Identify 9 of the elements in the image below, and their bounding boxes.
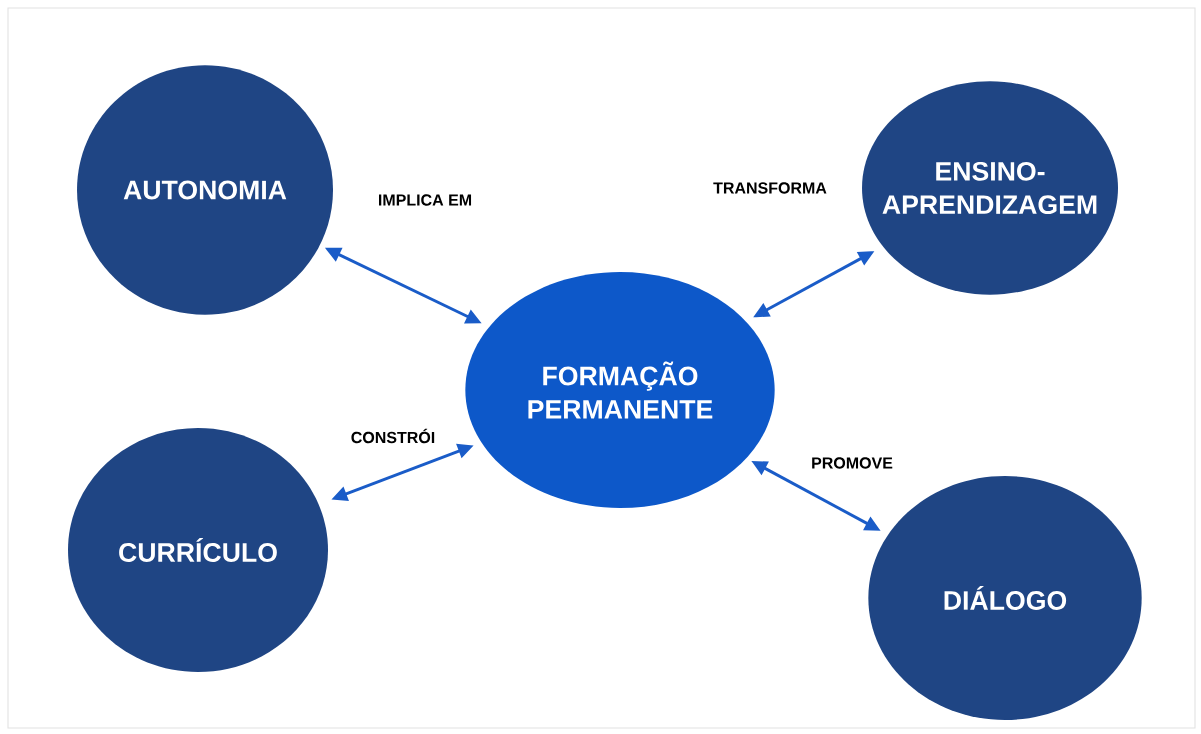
edge-label: IMPLICA EM	[378, 194, 472, 206]
edge-label: CONSTRÓI	[351, 428, 435, 444]
circle-node: CURRÍCULO	[68, 428, 328, 672]
circle-node: FORMAÇÃO PERMANENTE	[465, 272, 775, 508]
edge-label: TRANSFORMA	[713, 182, 827, 194]
circle-node: ENSINO-APRENDIZAGEM	[862, 81, 1118, 295]
circle-node: AUTONOMIA	[77, 65, 333, 315]
edge-label: PROMOVE	[812, 457, 893, 469]
circle-node: DIÁLOGO	[868, 476, 1142, 720]
